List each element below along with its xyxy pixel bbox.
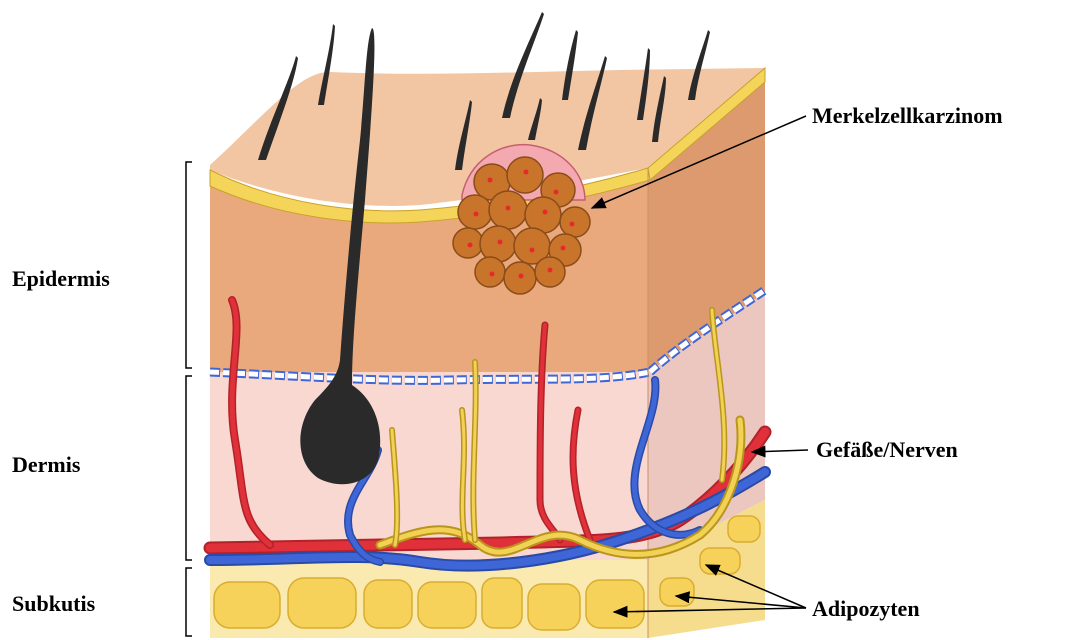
fat-cell	[288, 578, 356, 628]
fat-cell	[586, 580, 644, 628]
tumor-cell	[475, 257, 505, 287]
layer-brackets	[186, 162, 192, 636]
fat-cell	[528, 584, 580, 630]
nucleus	[570, 222, 575, 227]
nucleus	[474, 212, 479, 217]
nucleus	[543, 210, 548, 215]
fat-cell	[700, 548, 740, 574]
tumor-cell	[560, 207, 590, 237]
nucleus	[524, 170, 529, 175]
tumor-cell	[453, 228, 483, 258]
fat-cell	[418, 582, 476, 628]
fat-cell	[660, 578, 694, 606]
fat-cell	[728, 516, 760, 542]
label-vessels: Gefäße/Nerven	[816, 437, 958, 462]
bracket-epidermis	[186, 162, 192, 368]
nucleus	[488, 178, 493, 183]
label-tumor: Merkelzellkarzinom	[812, 103, 1003, 128]
bracket-dermis	[186, 376, 192, 560]
nucleus	[468, 243, 473, 248]
fat-cell	[482, 578, 522, 628]
nucleus	[530, 248, 535, 253]
tumor-cell	[480, 226, 516, 262]
nucleus	[554, 190, 559, 195]
nucleus	[548, 268, 553, 273]
bracket-subkutis	[186, 568, 192, 636]
nucleus	[519, 274, 524, 279]
label-fat: Adipozyten	[812, 596, 920, 621]
label-epidermis: Epidermis	[12, 266, 110, 291]
fat-cell	[364, 580, 412, 628]
tumor-cell	[507, 157, 543, 193]
nucleus	[498, 240, 503, 245]
fat-cell	[214, 582, 280, 628]
nucleus	[506, 206, 511, 211]
label-dermis: Dermis	[12, 452, 81, 477]
nucleus	[490, 272, 495, 277]
nucleus	[561, 246, 566, 251]
label-subkutis: Subkutis	[12, 591, 96, 616]
